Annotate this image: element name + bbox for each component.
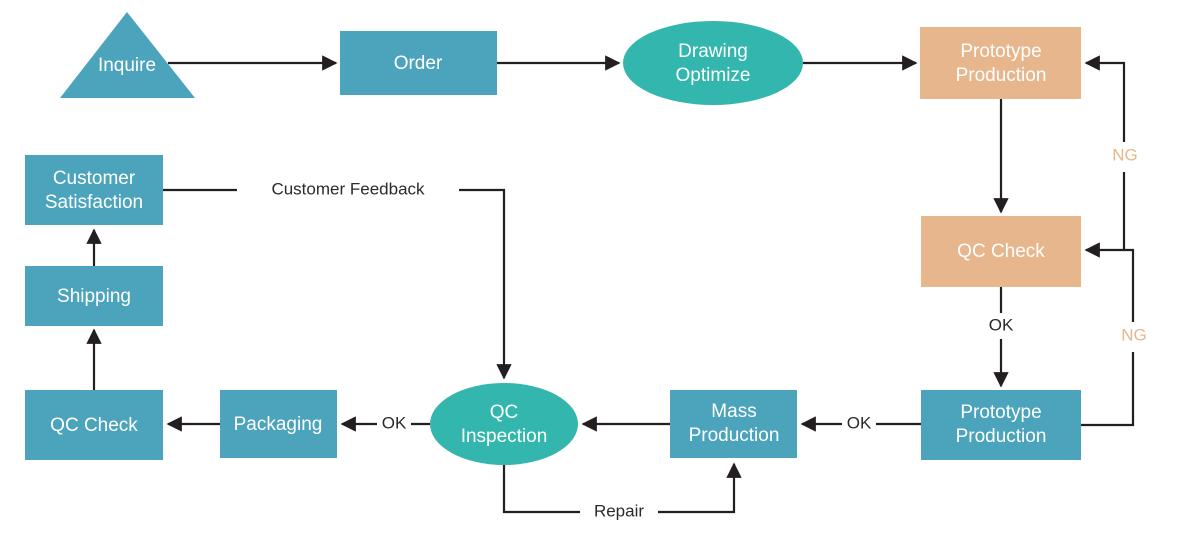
node-customer-satisfaction[interactable]: Customer Satisfaction <box>25 155 163 225</box>
qc-check-left-rect-shape[interactable] <box>25 390 163 460</box>
order-rect-shape[interactable] <box>340 31 497 95</box>
packaging-rect-shape[interactable] <box>220 390 337 458</box>
edge-ng-upper <box>1084 55 1126 250</box>
customer-satisfaction-rect-shape[interactable] <box>25 155 163 225</box>
prototype-production-top-rect-shape[interactable] <box>920 27 1081 99</box>
qc-inspection-ellipse-shape[interactable] <box>430 383 578 465</box>
node-mass-production[interactable]: Mass Production <box>670 390 797 458</box>
node-qc-inspection[interactable]: QC Inspection <box>430 383 578 465</box>
drawing-optimize-ellipse-shape[interactable] <box>623 21 803 105</box>
node-prototype-production-top[interactable]: Prototype Production <box>920 27 1081 99</box>
prototype-production-bottom-rect-shape[interactable] <box>921 390 1081 460</box>
node-qc-check-right[interactable]: QC Check <box>921 216 1081 287</box>
qc-check-right-rect-shape[interactable] <box>921 216 1081 287</box>
nodes-layer: Inquire Order Drawing Optimize Prototype… <box>25 12 1081 465</box>
label-repair: Repair <box>594 501 644 520</box>
node-qc-check-left[interactable]: QC Check <box>25 390 163 460</box>
edge-customer-feedback <box>163 188 512 380</box>
shipping-rect-shape[interactable] <box>25 266 163 326</box>
node-prototype-production-bottom[interactable]: Prototype Production <box>921 390 1081 460</box>
label-ok-prototype-to-mass: OK <box>847 413 872 432</box>
edge-label-masks <box>237 142 1150 525</box>
node-shipping[interactable]: Shipping <box>25 266 163 326</box>
label-ng-upper: NG <box>1112 145 1138 164</box>
label-customer-feedback: Customer Feedback <box>271 179 425 198</box>
inquire-triangle-shape[interactable] <box>60 12 195 98</box>
node-inquire[interactable]: Inquire <box>60 12 195 98</box>
label-ok-inspection-to-packaging: OK <box>382 413 407 432</box>
label-ok-qc-to-prototype: OK <box>989 315 1014 334</box>
label-ng-lower: NG <box>1121 325 1147 344</box>
node-drawing-optimize[interactable]: Drawing Optimize <box>623 21 803 105</box>
mass-production-rect-shape[interactable] <box>670 390 797 458</box>
node-order[interactable]: Order <box>340 31 497 95</box>
edge-labels-layer: Customer Feedback NG NG OK OK OK Repair <box>271 145 1146 520</box>
node-packaging[interactable]: Packaging <box>220 390 337 458</box>
